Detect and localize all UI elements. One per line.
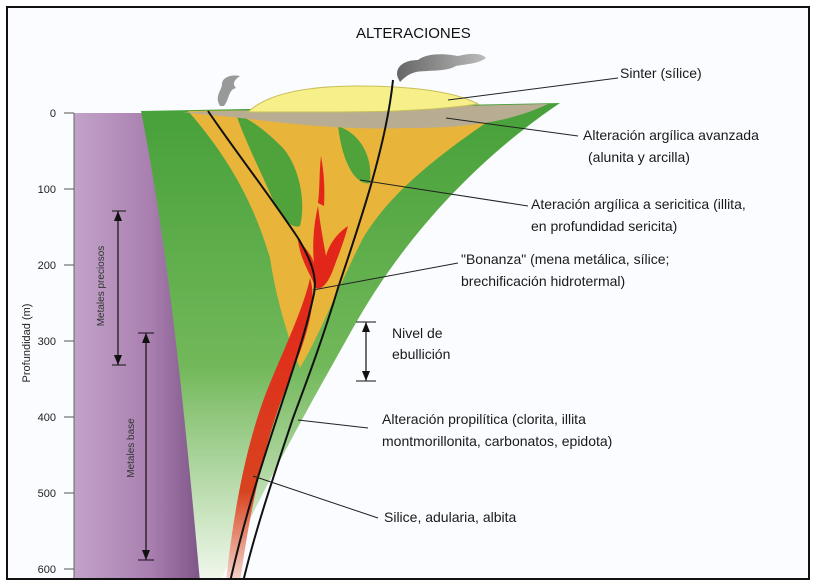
y-tick-label: 500 bbox=[38, 488, 56, 500]
bonanza-ore-zone bbox=[318, 156, 325, 206]
y-tick-label: 300 bbox=[38, 336, 56, 348]
smoke-plume bbox=[217, 75, 240, 106]
silice-label: Silice, adularia, albita bbox=[384, 509, 517, 525]
sericitic-label: Ateración argílica a sericitica (illita, bbox=[531, 196, 746, 212]
sericitic-leader bbox=[359, 179, 529, 207]
y-axis-ticks: 0 100 200 300 400 500 600 bbox=[38, 108, 74, 576]
y-tick-label: 100 bbox=[38, 184, 56, 196]
y-tick-label: 0 bbox=[50, 108, 56, 120]
y-axis-label: Profundidad (m) bbox=[21, 304, 33, 383]
silice-leader bbox=[252, 475, 379, 519]
bonanza-label: "Bonanza" (mena metálica, sílice; bbox=[461, 251, 669, 267]
propylitic-alteration-zone bbox=[141, 103, 560, 578]
main-vein bbox=[226, 278, 313, 578]
fault-line bbox=[207, 110, 316, 578]
diagram-title: ALTERACIONES bbox=[356, 25, 471, 42]
bonanza-label: brechificación hidrotermal) bbox=[461, 273, 625, 289]
base-metals-range bbox=[138, 332, 154, 561]
alteration-diagram: ALTERACIONES 0 100 200 300 400 500 600 P… bbox=[21, 25, 759, 578]
boiling-level-range bbox=[356, 321, 376, 382]
advanced-argillic-leader bbox=[445, 117, 579, 137]
sinter-leader bbox=[447, 77, 619, 101]
y-tick-label: 200 bbox=[38, 260, 56, 272]
precious-metals-range bbox=[112, 210, 126, 366]
inner-green-lobe bbox=[236, 114, 303, 227]
boiling-level-label: Nivel de bbox=[392, 325, 443, 341]
bonanza-leader bbox=[312, 262, 459, 291]
sinter-label: Sinter (sílice) bbox=[620, 65, 702, 81]
y-tick-label: 400 bbox=[38, 412, 56, 424]
smoke-plume bbox=[397, 53, 486, 82]
sinter-cap bbox=[246, 85, 480, 113]
advanced-argillic-label: Alteración argílica avanzada bbox=[583, 127, 759, 143]
propylitic-label: montmorillonita, carbonatos, epidota) bbox=[382, 433, 612, 449]
bonanza-ore-zone bbox=[298, 206, 348, 289]
propylitic-leader bbox=[297, 419, 369, 429]
boiling-level-label: ebullición bbox=[392, 346, 450, 362]
propylitic-label: Alteración propilítica (clorita, illita bbox=[382, 411, 586, 427]
advanced-argillic-label: (alunita y arcilla) bbox=[588, 149, 690, 165]
base-metals-label: Metales base bbox=[126, 418, 137, 478]
diagram-frame: ALTERACIONES 0 100 200 300 400 500 600 P… bbox=[6, 6, 810, 580]
y-tick-label: 600 bbox=[38, 564, 56, 576]
inner-green-lobe bbox=[338, 126, 371, 184]
sericitic-label: en profundidad sericita) bbox=[531, 218, 677, 234]
fault-line bbox=[242, 79, 394, 578]
precious-metals-label: Metales preciosos bbox=[96, 246, 107, 327]
